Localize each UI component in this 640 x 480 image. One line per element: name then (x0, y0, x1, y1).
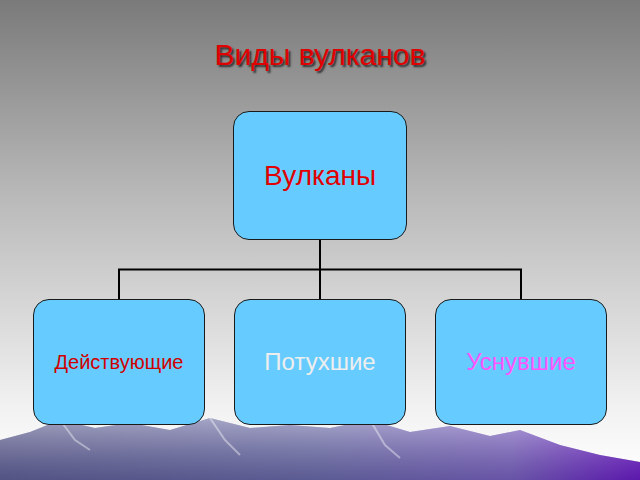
category-box: Действующие (33, 299, 205, 425)
node-label: Уснувшие (466, 348, 576, 376)
category-box: Уснувшие (435, 299, 607, 425)
tree-connector (320, 240, 521, 299)
node-label: Потухшие (264, 348, 375, 376)
diagram-title: Виды вулканов (0, 38, 640, 72)
tree-connector (119, 240, 320, 299)
root-box: Вулканы (233, 111, 407, 240)
category-box: Потухшие (234, 299, 406, 425)
node-label: Вулканы (264, 160, 376, 192)
node-label: Действующие (55, 351, 184, 374)
